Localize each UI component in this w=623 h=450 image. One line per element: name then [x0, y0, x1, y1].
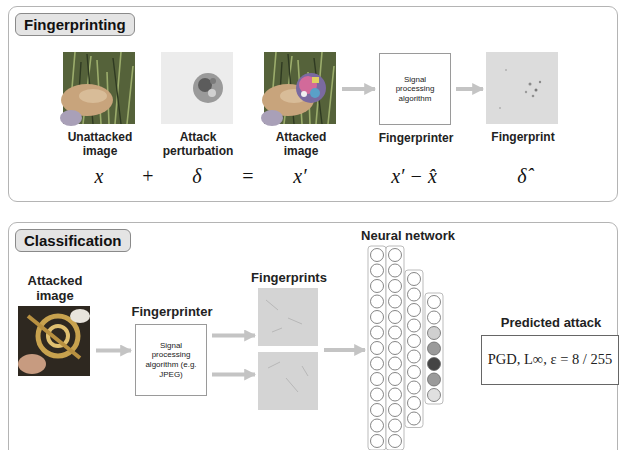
math-label: =: [203, 163, 293, 189]
image-group: Fingerprints: [259, 289, 319, 411]
neuron: [371, 404, 384, 417]
image-frame: [259, 289, 319, 347]
neuron: [371, 373, 384, 386]
neural-network: [368, 246, 443, 450]
caption: Attacked image: [259, 130, 343, 158]
neuron: [408, 350, 421, 363]
neuron: [389, 295, 402, 308]
neuron: [408, 397, 421, 410]
caption: Predicted attack: [482, 315, 620, 330]
neuron: [389, 249, 402, 262]
caption: Fingerprint: [478, 130, 568, 144]
math-label: x: [54, 163, 144, 189]
caption: Attack perturbation: [153, 130, 243, 158]
math-label: δ̂: [477, 163, 567, 189]
neuron: [389, 264, 402, 277]
neuron: [371, 419, 384, 432]
output-box: Predicted attackPGD, L∞, ε = 8 / 255: [481, 335, 619, 385]
unattacked-image: [60, 52, 135, 126]
neuron: [408, 304, 421, 317]
panel: ClassificationAttacked imageFingerprinte…: [8, 222, 618, 450]
arrow: [212, 334, 255, 338]
process-box: FingerprinterSignal processing algorithm…: [135, 324, 207, 396]
box-text: Signal processing algorithm (e.g. JPEG): [136, 341, 206, 379]
neuron: [371, 311, 384, 324]
neuron: [428, 342, 441, 355]
neuron: [371, 388, 384, 401]
math-label: δ: [152, 163, 242, 189]
box-text: Signal processing algorithm: [380, 75, 450, 104]
caption: Neural network: [350, 228, 466, 243]
image-frame: Unattacked image: [64, 53, 136, 125]
neuron: [389, 435, 402, 448]
fingerprint-image: [258, 288, 318, 346]
math-label: x′: [255, 163, 345, 189]
caption: Fingerprinter: [366, 131, 466, 145]
neuron: [371, 326, 384, 339]
horn-image: [18, 306, 90, 376]
neuron: [408, 273, 421, 286]
neuron: [389, 342, 402, 355]
neuron: [428, 373, 441, 386]
layer-frame: [368, 246, 386, 450]
layer-frame: [425, 293, 443, 404]
layer-frame: [405, 270, 423, 428]
neuron: [371, 295, 384, 308]
arrow: [342, 87, 375, 91]
neuron: [408, 366, 421, 379]
neuron: [408, 381, 421, 394]
process-box: Signal processing algorithmFingerprinter: [379, 53, 451, 125]
neuron: [389, 280, 402, 293]
fingerprint-image: [486, 52, 558, 124]
caption: Fingerprinter: [122, 304, 222, 319]
network-block: Neural network: [369, 247, 447, 450]
neuron: [428, 311, 441, 324]
math-label: +: [103, 163, 193, 189]
neuron: [371, 357, 384, 370]
neuron: [408, 288, 421, 301]
neuron: [408, 335, 421, 348]
image-frame: Attack perturbation: [162, 53, 234, 125]
arrow: [96, 349, 131, 353]
neuron: [428, 296, 441, 309]
neuron: [389, 311, 402, 324]
neuron: [389, 404, 402, 417]
perturbation-image: [161, 52, 233, 124]
neuron: [408, 412, 421, 425]
arrow: [324, 348, 365, 352]
image-frame: Fingerprint: [487, 53, 559, 125]
neuron: [389, 419, 402, 432]
neuron: [428, 327, 441, 340]
neuron: [371, 249, 384, 262]
caption: Unattacked image: [58, 130, 142, 158]
neuron: [408, 319, 421, 332]
caption: Fingerprints: [241, 270, 337, 285]
neuron: [371, 342, 384, 355]
caption: Attacked image: [15, 273, 95, 303]
fingerprint-image: [258, 352, 318, 410]
neuron: [371, 264, 384, 277]
neuron: [389, 326, 402, 339]
panel-title: Fingerprinting: [15, 13, 135, 36]
neuron: [389, 388, 402, 401]
layer-frame: [386, 246, 404, 450]
panel-title: Classification: [15, 229, 131, 252]
neuron: [371, 435, 384, 448]
neuron: [371, 280, 384, 293]
attacked-image: [261, 52, 336, 126]
arrow: [456, 87, 483, 91]
image-frame: [259, 353, 319, 411]
neuron: [428, 358, 441, 371]
math-label: x′ − x̂: [369, 163, 459, 189]
neuron: [428, 389, 441, 402]
image-frame: Attacked image: [19, 307, 91, 377]
box-text: PGD, L∞, ε = 8 / 255: [484, 351, 617, 368]
image-frame: Attacked image: [265, 53, 337, 125]
neuron: [389, 357, 402, 370]
neuron: [389, 373, 402, 386]
arrow: [212, 373, 255, 377]
